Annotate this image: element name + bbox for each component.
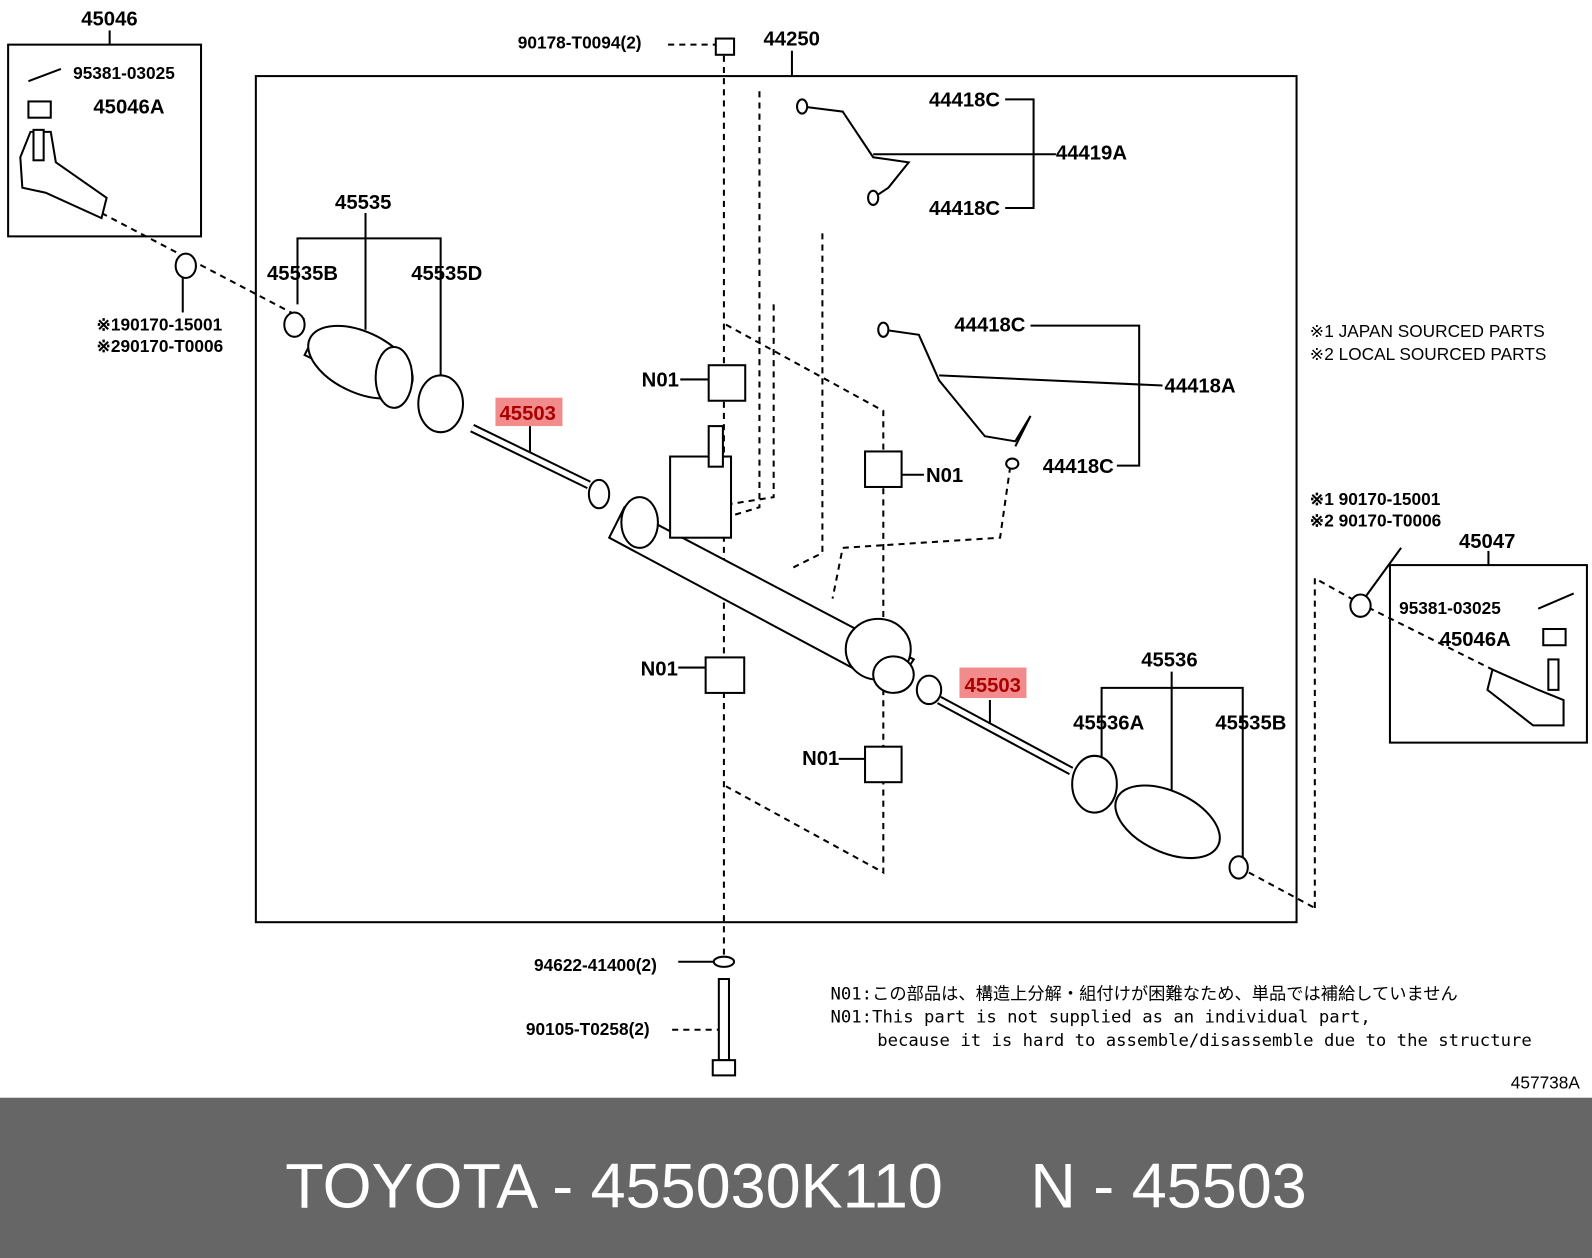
pipes: [796, 98, 1032, 470]
label-95381-left[interactable]: 95381-03025: [73, 63, 175, 83]
label-45535d[interactable]: 45535D: [411, 263, 482, 285]
n01-bushings: [678, 364, 924, 784]
label-nut-alt1-right[interactable]: ※1 90170-15001: [1310, 489, 1441, 509]
label-44418c-1[interactable]: 44418C: [929, 90, 1000, 112]
label-n01-b[interactable]: N01: [926, 465, 963, 487]
label-44419a[interactable]: 44419A: [1056, 142, 1127, 164]
highlight-rack-end-right: [959, 667, 1027, 698]
label-nut-alt2-left[interactable]: ※290170-T0006: [96, 336, 223, 356]
label-44418c-4[interactable]: 44418C: [1043, 456, 1114, 478]
label-n01-a[interactable]: N01: [642, 370, 679, 392]
footer-part-title: TOYOTA - 455030K110 N - 45503: [285, 1151, 1306, 1221]
label-45047[interactable]: 45047: [1459, 531, 1515, 553]
label-94622[interactable]: 94622-41400(2): [534, 955, 657, 975]
label-45535[interactable]: 45535: [335, 192, 391, 214]
label-45536a[interactable]: 45536A: [1073, 712, 1144, 734]
legend-local: ※2 LOCAL SOURCED PARTS: [1310, 344, 1547, 364]
label-45536[interactable]: 45536: [1141, 650, 1197, 672]
label-45503-left[interactable]: 45503: [500, 403, 556, 425]
label-45046[interactable]: 45046: [81, 8, 137, 30]
leader-lines: [108, 30, 1490, 863]
label-90105[interactable]: 90105-T0258(2): [526, 1019, 650, 1039]
note-jp: N01:この部品は、構造上分解・組付けが困難なため、単品では補給していません: [831, 984, 1458, 1004]
left-parts: [19, 68, 611, 510]
left-tie-rod-box: [7, 43, 203, 238]
rack-housing: [607, 425, 916, 694]
right-parts: [915, 592, 1575, 880]
label-45046a-right[interactable]: 45046A: [1440, 629, 1511, 651]
label-n01-d[interactable]: N01: [802, 748, 839, 770]
label-45535b-right[interactable]: 45535B: [1215, 712, 1286, 734]
fasteners: [668, 37, 737, 1077]
highlight-rack-end-left: [495, 397, 563, 427]
label-90178[interactable]: 90178-T0094(2): [518, 33, 642, 53]
note-en-1: N01:This part is not supplied as an indi…: [831, 1008, 1371, 1028]
legend-japan: ※1 JAPAN SOURCED PARTS: [1310, 321, 1545, 341]
label-nut-alt1-left[interactable]: ※190170-15001: [96, 315, 222, 335]
label-nut-alt2-right[interactable]: ※2 90170-T0006: [1310, 511, 1442, 531]
note-en-2: because it is hard to assemble/disassemb…: [877, 1031, 1532, 1051]
main-assembly-box: [254, 75, 1298, 924]
label-44418c-2[interactable]: 44418C: [929, 198, 1000, 220]
dashed-guides: [101, 55, 1493, 964]
footer-bar: [0, 1097, 1592, 1258]
label-44418c-3[interactable]: 44418C: [954, 315, 1025, 337]
label-45503-right[interactable]: 45503: [965, 675, 1021, 697]
diagram-id: 457738A: [1511, 1073, 1581, 1093]
label-44418a[interactable]: 44418A: [1165, 376, 1236, 398]
label-44250[interactable]: 44250: [764, 29, 820, 51]
label-n01-c[interactable]: N01: [641, 659, 678, 681]
label-45535b-left[interactable]: 45535B: [267, 263, 338, 285]
label-45046a-left[interactable]: 45046A: [93, 97, 164, 119]
label-95381-right[interactable]: 95381-03025: [1399, 598, 1501, 618]
